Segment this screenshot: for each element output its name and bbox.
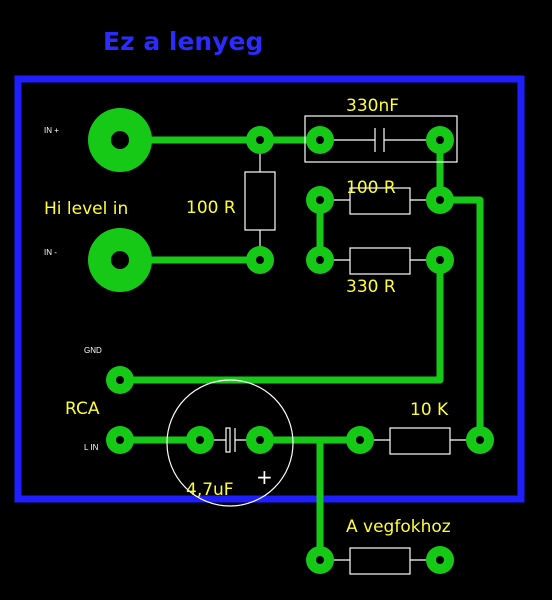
c47uf-label: 4,7uF [186,480,234,500]
gnd-label: GND [84,346,102,355]
r330-label: 330 R [346,277,396,297]
r100-vertical-body [244,171,276,231]
r330-body [349,247,411,275]
l-in-label: L IN [84,443,99,452]
polarity-plus: + [256,465,273,489]
hi-level-in-label: Hi level in [44,199,128,219]
labels: IN + IN - Hi level in GND RCA L IN A veg… [44,96,451,537]
c330nf-outline [304,115,458,163]
r10k-body [389,427,451,455]
r10k-label: 10 K [410,400,449,420]
output-resistor-body [349,547,411,575]
c330nf-label: 330nF [346,96,399,116]
in-plus-label: IN + [44,126,59,135]
diagram-title: Ez a lenyeg [103,27,263,56]
r100-vertical-label: 100 R [186,198,236,218]
in-minus-label: IN - [44,248,57,257]
r100-horizontal-body [349,187,411,215]
pads [88,108,494,574]
rca-label: RCA [65,399,100,419]
board-outline [14,75,525,503]
a-vegfokhoz-label: A vegfokhoz [346,517,451,537]
c47uf-outline [166,379,294,507]
r100-horizontal-label: 100 R [346,178,396,198]
